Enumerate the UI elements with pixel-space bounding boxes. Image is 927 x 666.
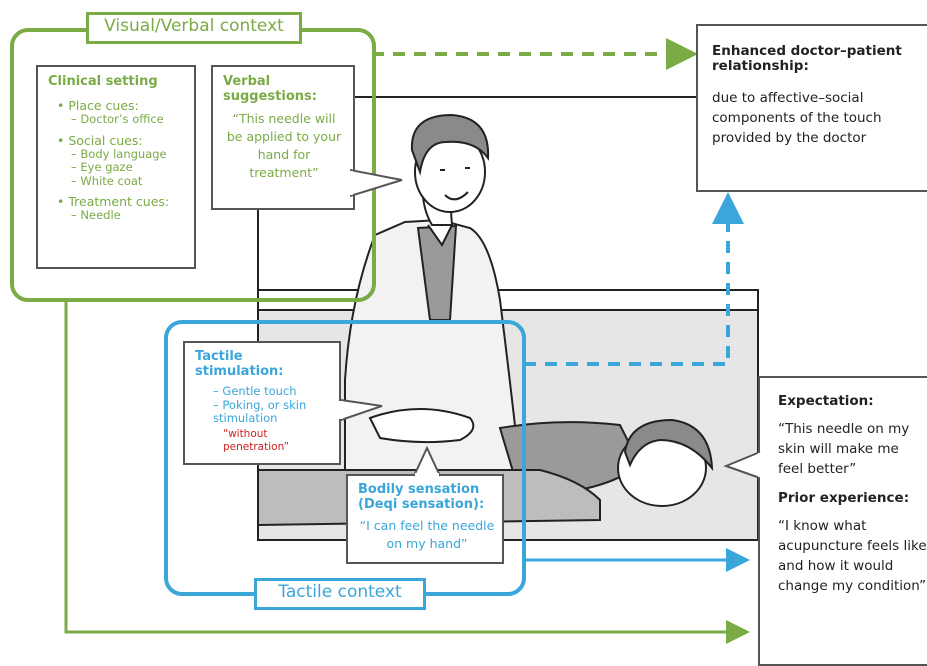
- speech-pointer: [350, 169, 403, 197]
- arrow-visual-to-patient: [64, 300, 750, 644]
- social-cues: • Social cues: – Body language – Eye gaz…: [48, 133, 194, 189]
- treatment-cues: • Treatment cues: – Needle: [48, 194, 194, 223]
- cue-item: – Body language: [71, 146, 167, 161]
- bodily-sensation-quote: “I can feel the needle on my hand”: [359, 518, 495, 551]
- treatment-cues-label: • Treatment cues:: [57, 194, 170, 209]
- stimulation-note: “without penetration”: [223, 427, 290, 454]
- cue-item: – White coat: [71, 173, 143, 188]
- clinical-setting-heading: Clinical setting: [48, 74, 158, 89]
- sensation-pointer: [413, 446, 441, 478]
- cue-item: – Needle: [71, 208, 121, 222]
- doctor-figure: [344, 113, 522, 471]
- stimulation-item: – Poking, or skin stimulation: [213, 397, 307, 425]
- stimulation-item: – Gentle touch: [213, 384, 297, 398]
- bodily-sensation-heading: Bodily sensation (Deqi sensation):: [358, 482, 485, 512]
- verbal-suggestions-box: Verbal suggestions: “This needle will be…: [211, 65, 355, 210]
- relationship-box: Enhanced doctor–patient relationship: du…: [696, 24, 927, 192]
- expectation-text: “This needle on my skin will make me fee…: [778, 421, 910, 477]
- touch-pointer: [338, 399, 383, 421]
- verbal-suggestions-heading: Verbal suggestions:: [223, 74, 317, 104]
- place-cues: • Place cues: – Doctor’s office: [48, 98, 194, 127]
- thought-pointer: [723, 451, 762, 479]
- prior-experience-heading: Prior experience:: [778, 490, 910, 506]
- tactile-stimulation-box: Tactile stimulation: – Gentle touch – Po…: [183, 341, 341, 465]
- expectation-heading: Expectation:: [778, 393, 874, 409]
- relationship-text: due to affective–social components of th…: [712, 90, 882, 146]
- place-cues-label: • Place cues:: [57, 98, 139, 113]
- arrow-tactile-to-relationship: [524, 192, 744, 366]
- clinical-setting-box: Clinical setting • Place cues: – Doctor’…: [36, 65, 196, 269]
- verbal-suggestions-quote: “This needle will be applied to your han…: [226, 111, 342, 180]
- bodily-sensation-box: Bodily sensation (Deqi sensation): “I ca…: [346, 474, 504, 564]
- prior-experience-text: “I know what acupuncture feels like and …: [778, 518, 927, 594]
- cue-item: – Doctor’s office: [71, 112, 164, 126]
- tactile-context-title: Tactile context: [254, 578, 426, 610]
- patient-thoughts-box: Expectation: “This needle on my skin wil…: [758, 376, 927, 666]
- cue-item: – Eye gaze: [71, 160, 133, 174]
- visual-context-title: Visual/Verbal context: [86, 12, 302, 44]
- tactile-stimulation-heading: Tactile stimulation:: [195, 349, 284, 379]
- social-cues-label: • Social cues:: [57, 132, 143, 148]
- relationship-heading: Enhanced doctor–patient relationship:: [712, 43, 902, 74]
